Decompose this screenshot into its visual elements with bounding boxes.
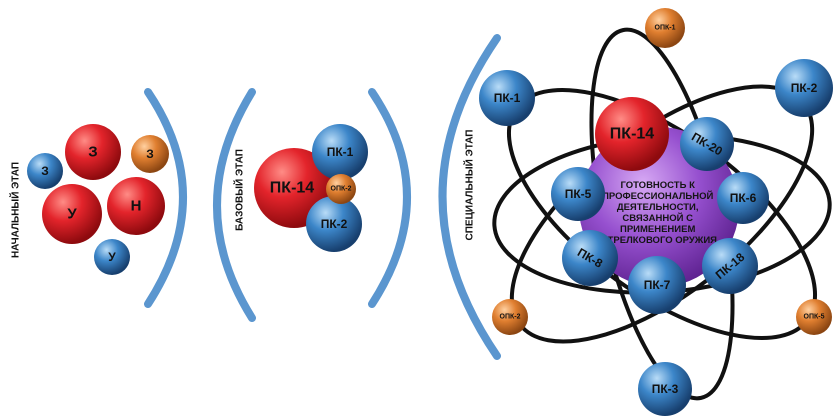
svg-text:ПК-6: ПК-6 <box>730 191 757 205</box>
node-u-blue: У <box>94 239 130 275</box>
node-z-blue: З <box>27 153 63 189</box>
svg-text:ПК-14: ПК-14 <box>270 180 314 197</box>
svg-text:ПК-1: ПК-1 <box>494 91 521 105</box>
svg-text:ПК-5: ПК-5 <box>565 187 592 201</box>
svg-text:З: З <box>41 164 49 178</box>
stage-brackets <box>144 34 501 360</box>
svg-text:ПК-14: ПК-14 <box>610 126 654 143</box>
node-pk3: ПК-3 <box>638 362 692 416</box>
svg-text:ОПК-2: ОПК-2 <box>331 186 352 193</box>
bracket-right-initial <box>144 88 187 308</box>
bracket-right-basic <box>368 88 411 308</box>
node-pk20: ПК-20 <box>680 117 734 171</box>
node-z-orange: З <box>131 135 169 173</box>
node-pk5: ПК-5 <box>551 167 605 221</box>
svg-text:З: З <box>146 147 154 161</box>
svg-text:ОПК-5: ОПК-5 <box>804 314 825 321</box>
initial-stage: З З З У Н У <box>27 124 169 275</box>
svg-text:ПК-1: ПК-1 <box>327 145 354 159</box>
special-stage: ГОТОВНОСТЬ К ПРОФЕССИОНАЛЬНОЙ ДЕЯТЕЛЬНОС… <box>479 8 833 416</box>
svg-text:ПК-3: ПК-3 <box>652 382 679 396</box>
svg-text:У: У <box>108 250 116 264</box>
svg-text:ПК-7: ПК-7 <box>644 278 671 292</box>
svg-text:У: У <box>67 206 77 223</box>
stage-label-basic: БАЗОВЫЙ ЭТАП <box>233 149 246 231</box>
stage-label-special: СПЕЦИАЛЬНЫЙ ЭТАП <box>463 130 476 241</box>
node-n-red: Н <box>107 177 165 235</box>
node-pk2-basic: ПК-2 <box>306 196 362 252</box>
node-pk7: ПК-7 <box>628 256 686 314</box>
node-pk8: ПК-8 <box>562 230 618 286</box>
node-u-red: У <box>42 184 102 244</box>
node-pk18: ПК-18 <box>702 238 758 294</box>
stage-label-initial: НАЧАЛЬНЫЙ ЭТАП <box>9 162 22 258</box>
node-pk2-special: ПК-2 <box>775 59 833 117</box>
svg-text:ОПК-2: ОПК-2 <box>500 314 521 321</box>
node-pk14-special: ПК-14 <box>595 97 669 171</box>
node-pk6: ПК-6 <box>717 172 769 224</box>
node-pk1-basic: ПК-1 <box>312 124 368 180</box>
svg-text:З: З <box>88 144 97 161</box>
node-opk1: ОПК-1 <box>645 8 685 48</box>
svg-text:Н: Н <box>131 198 142 215</box>
svg-text:ОПК-1: ОПК-1 <box>655 25 676 32</box>
node-opk2-special: ОПК-2 <box>492 299 528 335</box>
center-text: ГОТОВНОСТЬ К ПРОФЕССИОНАЛЬНОЙ ДЕЯТЕЛЬНОС… <box>601 180 717 246</box>
node-opk5: ОПК-5 <box>796 299 832 335</box>
bracket-left-special <box>438 34 501 360</box>
node-z-red: З <box>65 124 121 180</box>
node-pk1-special: ПК-1 <box>479 70 535 126</box>
svg-text:ПК-2: ПК-2 <box>321 217 348 231</box>
svg-text:ПК-2: ПК-2 <box>791 81 818 95</box>
bracket-left-basic <box>213 88 256 322</box>
basic-stage: ПК-14 ПК-1 ПК-2 ОПК-2 <box>254 124 368 252</box>
node-opk2-basic: ОПК-2 <box>326 174 356 204</box>
